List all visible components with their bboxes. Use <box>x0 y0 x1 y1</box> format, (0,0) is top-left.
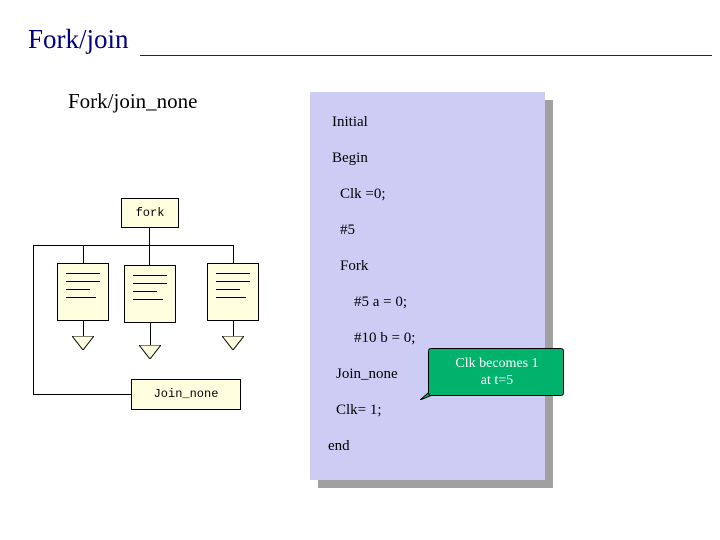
fork-stem-wire <box>149 228 150 245</box>
process-block-2 <box>124 265 176 323</box>
join-triangle-1 <box>72 336 94 350</box>
title-divider <box>140 55 712 56</box>
process-out-wire-3 <box>233 321 234 336</box>
process-block-3 <box>207 263 259 321</box>
join-return-wire-vertical <box>33 245 34 395</box>
process-out-wire-1 <box>83 321 84 336</box>
code-line: #5 a = 0; <box>354 294 408 310</box>
code-panel: Initial Begin Clk =0; #5 Fork #5 a = 0; … <box>310 92 545 480</box>
fork-bus-wire <box>33 245 233 246</box>
fork-drop-wire-4 <box>233 245 234 263</box>
code-line: Fork <box>340 258 369 274</box>
code-line: end <box>328 438 350 454</box>
process-out-wire-2 <box>150 323 151 345</box>
join-return-wire-horizontal <box>33 394 132 395</box>
code-line: #10 b = 0; <box>354 330 416 346</box>
fork-drop-wire-2 <box>83 245 84 265</box>
join-none-box: Join_none <box>131 379 241 410</box>
code-line: Initial <box>332 114 368 130</box>
page-title: Fork/join <box>28 24 129 54</box>
subtitle-label: Fork/join_none <box>68 89 198 113</box>
callout-line-1: Clk becomes 1 <box>455 356 539 371</box>
code-line: Clk= 1; <box>336 402 382 418</box>
join-triangle-2 <box>139 345 161 359</box>
join-triangle-3 <box>222 336 244 350</box>
callout-text: Clk becomes 1 at t=5 <box>429 355 565 389</box>
fork-box: fork <box>121 198 179 228</box>
code-line: Join_none <box>336 366 398 382</box>
code-line: #5 <box>340 222 355 238</box>
fork-drop-wire-3 <box>149 245 150 265</box>
process-block-1 <box>57 263 109 321</box>
code-line: Clk =0; <box>340 186 386 202</box>
code-line: Begin <box>332 150 368 166</box>
callout-line-2: at t=5 <box>480 373 514 388</box>
callout-box: Clk becomes 1 at t=5 <box>428 348 564 396</box>
